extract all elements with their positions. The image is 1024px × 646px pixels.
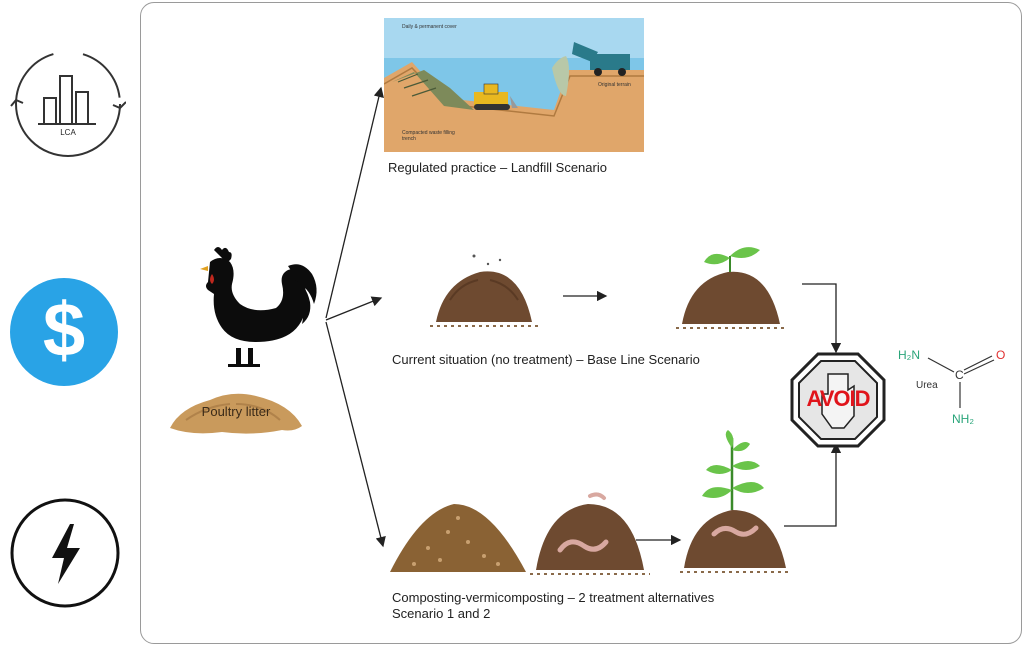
poultry-litter-label: Poultry litter	[201, 404, 271, 419]
lca-icon: LCA	[10, 46, 127, 162]
truck-icon	[572, 42, 630, 76]
arrow-compost-avoid	[784, 442, 842, 527]
baseline-caption: Current situation (no treatment) – Base …	[392, 352, 700, 367]
landfill-note-top: Daily & permanent cover	[402, 24, 457, 30]
urea-nh2: NH₂	[952, 412, 974, 426]
landfill-caption: Regulated practice – Landfill Scenario	[388, 160, 607, 175]
arrow-to-landfill	[325, 86, 384, 319]
poultry-litter-pile: Poultry litter	[166, 384, 306, 436]
diagram-frame	[140, 2, 1022, 644]
arrow-baseline-avoid	[802, 283, 842, 354]
baseline-soil-pile	[430, 250, 540, 334]
vermicompost-plant-pile	[680, 430, 790, 580]
rooster-icon	[192, 244, 324, 376]
composting-caption-line1: Composting-vermicomposting – 2 treatment…	[392, 590, 715, 605]
urea-carbon: C	[955, 368, 964, 382]
urea-oxygen: O	[996, 348, 1006, 362]
compost-pile	[388, 498, 528, 578]
arrow-to-baseline	[325, 296, 383, 321]
urea-h2n: H₂N	[898, 348, 920, 362]
dollar-glyph: $	[42, 288, 86, 373]
bulldozer-icon	[474, 83, 518, 110]
avoid-stop-sign: AVOID	[790, 352, 886, 448]
lightning-icon	[8, 496, 122, 610]
worm-icon	[557, 539, 609, 553]
avoid-label: AVOID	[806, 386, 870, 411]
urea-molecule: H₂N C O NH₂ Urea	[892, 338, 1018, 434]
vermicompost-pile	[530, 488, 650, 580]
landfill-note-right: Original terrain	[598, 82, 631, 88]
landfill-note-bottom: Compacted waste filling trench	[402, 130, 455, 142]
baseline-sprout-pile	[676, 238, 786, 334]
composting-caption-line2: Scenario 1 and 2	[392, 606, 491, 621]
dollar-icon: $	[10, 278, 120, 388]
arrow-to-composting	[325, 321, 386, 548]
urea-label: Urea	[916, 380, 938, 391]
lca-label: LCA	[60, 128, 76, 137]
landfill-illustration: Daily & permanent cover Compacted waste …	[383, 18, 644, 152]
